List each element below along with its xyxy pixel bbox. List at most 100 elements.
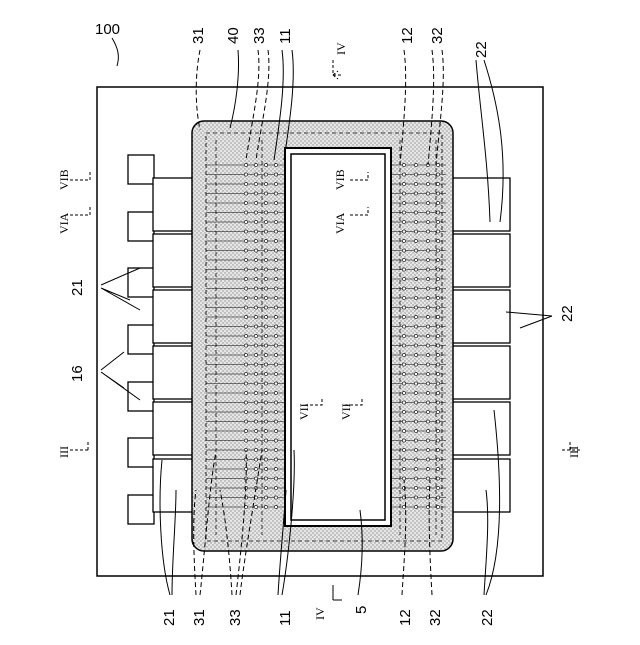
conductor-via	[414, 458, 417, 461]
conductor-via	[402, 325, 405, 328]
conductor-via	[254, 344, 257, 347]
section-iv-bot: IV	[313, 607, 327, 620]
conductor-via	[264, 344, 267, 347]
conductor-via	[402, 467, 405, 470]
conductor-via	[436, 391, 439, 394]
conductor-via	[264, 249, 267, 252]
conductor-via	[274, 439, 277, 442]
conductor-via	[254, 439, 257, 442]
conductor-via	[244, 268, 247, 271]
conductor-via	[436, 249, 439, 252]
conductor-via	[264, 201, 267, 204]
conductor-via	[264, 410, 267, 413]
window-5	[291, 154, 385, 520]
conductor-via	[436, 401, 439, 404]
conductor-via	[414, 315, 417, 318]
label-40-top: 40	[225, 27, 242, 44]
conductor-via	[274, 211, 277, 214]
conductor-via	[264, 239, 267, 242]
conductor-via	[244, 315, 247, 318]
label-33-top: 33	[251, 27, 268, 44]
conductor-via	[402, 401, 405, 404]
label-33-bot: 33	[227, 609, 244, 626]
conductor-via	[264, 173, 267, 176]
conductor-via	[402, 439, 405, 442]
conductor-via	[244, 220, 247, 223]
conductor-via	[254, 230, 257, 233]
conductor-via	[264, 230, 267, 233]
pad-16	[128, 268, 154, 297]
conductor-via	[402, 420, 405, 423]
conductor-via	[402, 344, 405, 347]
terminal-21	[153, 178, 197, 231]
conductor-via	[244, 182, 247, 185]
conductor-via	[436, 296, 439, 299]
pad-16	[128, 155, 154, 184]
conductor-via	[426, 249, 429, 252]
conductor-via	[436, 163, 439, 166]
conductor-via	[402, 410, 405, 413]
conductor-via	[436, 230, 439, 233]
conductor-via	[264, 382, 267, 385]
conductor-via	[274, 163, 277, 166]
conductor-via	[254, 211, 257, 214]
conductor-via	[274, 230, 277, 233]
conductor-via	[436, 429, 439, 432]
label-12-top: 12	[399, 27, 416, 44]
terminal-22	[448, 459, 510, 512]
conductor-via	[244, 420, 247, 423]
conductor-via	[436, 382, 439, 385]
conductor-via	[402, 220, 405, 223]
terminal-22	[448, 402, 510, 455]
conductor-via	[414, 505, 417, 508]
conductor-via	[402, 391, 405, 394]
label-22-top: 22	[473, 41, 490, 58]
conductor-via	[274, 306, 277, 309]
conductor-via	[426, 477, 429, 480]
terminal-21	[153, 346, 197, 399]
section-via-left: VIA	[57, 212, 71, 234]
conductor-via	[254, 201, 257, 204]
conductor-via	[244, 258, 247, 261]
conductor-via	[274, 277, 277, 280]
conductor-via	[426, 448, 429, 451]
conductor-via	[414, 287, 417, 290]
conductor-via	[436, 505, 439, 508]
conductor-via	[426, 372, 429, 375]
conductor-via	[264, 268, 267, 271]
conductor-via	[254, 448, 257, 451]
conductor-via	[244, 201, 247, 204]
conductor-via	[426, 344, 429, 347]
conductor-via	[436, 363, 439, 366]
pad-16	[128, 382, 154, 411]
conductor-via	[254, 467, 257, 470]
conductor-via	[254, 268, 257, 271]
conductor-via	[264, 192, 267, 195]
conductor-via	[426, 173, 429, 176]
conductor-via	[402, 296, 405, 299]
conductor-via	[402, 372, 405, 375]
conductor-via	[274, 477, 277, 480]
conductor-via	[426, 391, 429, 394]
conductor-via	[414, 334, 417, 337]
conductor-via	[264, 306, 267, 309]
conductor-via	[402, 277, 405, 280]
label-5-bot: 5	[353, 606, 370, 614]
conductor-via	[254, 420, 257, 423]
conductor-via	[274, 467, 277, 470]
conductor-via	[254, 325, 257, 328]
conductor-via	[244, 277, 247, 280]
conductor-via	[402, 448, 405, 451]
conductor-via	[436, 268, 439, 271]
conductor-via	[436, 467, 439, 470]
conductor-via	[402, 477, 405, 480]
conductor-via	[436, 211, 439, 214]
conductor-via	[436, 201, 439, 204]
conductor-via	[414, 163, 417, 166]
conductor-via	[264, 182, 267, 185]
conductor-via	[426, 306, 429, 309]
conductor-via	[426, 410, 429, 413]
conductor-via	[414, 363, 417, 366]
conductor-via	[414, 201, 417, 204]
